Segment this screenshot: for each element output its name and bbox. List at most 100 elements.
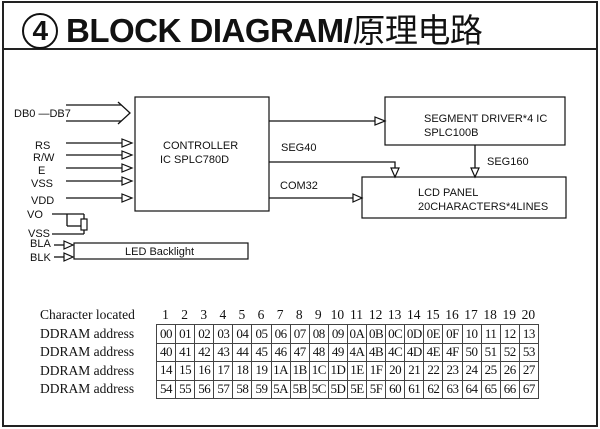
block-diagram: CONTROLLER IC SPLC780D SEGMENT DRIVER*4 … bbox=[14, 96, 567, 264]
e-arrow bbox=[66, 163, 134, 173]
address-cell: 5B bbox=[290, 379, 310, 399]
position-header: 19 bbox=[502, 307, 516, 323]
position-header: 6 bbox=[257, 307, 265, 323]
address-cell: 09 bbox=[328, 323, 348, 344]
address-cell: 08 bbox=[309, 323, 329, 344]
address-cell: 40 bbox=[157, 342, 177, 362]
address-cell: 0D bbox=[405, 323, 425, 344]
controller-label-2: IC SPLC780D bbox=[160, 154, 229, 166]
e-label: E bbox=[38, 165, 45, 177]
address-cell: 02 bbox=[195, 323, 215, 344]
address-cell: 03 bbox=[214, 323, 234, 344]
address-cell: 4F bbox=[443, 342, 463, 362]
title-text-cjk: 原理电路 bbox=[352, 11, 483, 50]
address-cell: 4A bbox=[347, 342, 368, 362]
address-cell: 0B bbox=[367, 323, 387, 344]
seg160-arrow bbox=[470, 145, 480, 179]
address-cell: 25 bbox=[481, 361, 501, 381]
address-cell: 4B bbox=[367, 342, 387, 362]
address-cell: 61 bbox=[405, 379, 425, 399]
row-label: DDRAM address bbox=[40, 344, 135, 360]
address-cell: 1D bbox=[328, 361, 348, 381]
address-cell: 17 bbox=[214, 361, 234, 381]
address-cell: 56 bbox=[195, 379, 215, 399]
address-cell: 41 bbox=[176, 342, 196, 362]
led-backlight-block bbox=[73, 242, 249, 260]
address-cell: 19 bbox=[252, 361, 272, 381]
address-cell: 63 bbox=[443, 379, 463, 399]
position-header: 17 bbox=[464, 307, 478, 323]
vss2-label: VSS bbox=[28, 228, 50, 240]
address-cell: 15 bbox=[176, 361, 196, 381]
vo-label: VO bbox=[27, 209, 43, 221]
address-cell: 45 bbox=[252, 342, 272, 362]
data-bus-arrow bbox=[66, 101, 131, 125]
seg40-arrow bbox=[269, 161, 400, 179]
position-header: 14 bbox=[407, 307, 421, 323]
address-cell: 47 bbox=[290, 342, 310, 362]
address-cell: 26 bbox=[500, 361, 520, 381]
seg160-label: SEG160 bbox=[487, 156, 529, 168]
address-cell: 4C bbox=[386, 342, 406, 362]
address-cell: 22 bbox=[424, 361, 444, 381]
address-cell: 13 bbox=[519, 323, 539, 344]
address-cell: 62 bbox=[424, 379, 444, 399]
segment-driver-label-1: SEGMENT DRIVER*4 IC bbox=[424, 113, 547, 125]
body-frame bbox=[2, 50, 598, 427]
led-backlight-label: LED Backlight bbox=[125, 246, 194, 258]
address-cell: 46 bbox=[271, 342, 291, 362]
position-header: 10 bbox=[330, 307, 345, 323]
address-cell: 4E bbox=[424, 342, 444, 362]
position-header: 2 bbox=[181, 307, 189, 323]
address-cell: 5C bbox=[309, 379, 329, 399]
address-cell: 54 bbox=[157, 379, 177, 399]
address-cell: 21 bbox=[405, 361, 425, 381]
row-label: DDRAM address bbox=[40, 381, 135, 397]
controller-to-driver-arrow bbox=[269, 116, 387, 126]
lcd-panel-label-1: LCD PANEL bbox=[418, 187, 478, 199]
position-header: 4 bbox=[219, 307, 227, 323]
com32-arrow bbox=[269, 193, 364, 203]
address-cell: 05 bbox=[252, 323, 272, 344]
blk-arrow bbox=[54, 252, 75, 262]
row-label: DDRAM address bbox=[40, 362, 135, 378]
address-cell: 51 bbox=[481, 342, 501, 362]
address-cell: 18 bbox=[233, 361, 253, 381]
address-cell: 43 bbox=[214, 342, 234, 362]
address-cell: 65 bbox=[481, 379, 501, 399]
address-cell: 59 bbox=[252, 379, 272, 399]
address-cell: 04 bbox=[233, 323, 253, 344]
address-cell: 42 bbox=[195, 342, 215, 362]
address-cell: 1F bbox=[367, 361, 387, 381]
address-cell: 1B bbox=[290, 361, 310, 381]
header-label: Character located bbox=[40, 307, 135, 323]
address-cell: 0C bbox=[386, 323, 406, 344]
position-header: 15 bbox=[426, 307, 440, 323]
address-cell: 57 bbox=[214, 379, 234, 399]
row-label: DDRAM address bbox=[40, 325, 135, 341]
address-cell: 1A bbox=[271, 361, 291, 381]
title-text: BLOCK DIAGRAM/ bbox=[66, 12, 353, 49]
address-cell: 0F bbox=[443, 323, 463, 344]
position-header: 9 bbox=[314, 307, 322, 323]
bla-arrow bbox=[54, 240, 75, 250]
vss-label: VSS bbox=[31, 178, 53, 190]
address-cell: 11 bbox=[481, 323, 501, 344]
vdd-arrow bbox=[66, 193, 134, 203]
lcd-panel-label-2: 20CHARACTERS*4LINES bbox=[418, 201, 548, 213]
seg40-label: SEG40 bbox=[281, 142, 316, 154]
address-cell: 4D bbox=[405, 342, 425, 362]
address-cell: 48 bbox=[309, 342, 329, 362]
address-cell: 67 bbox=[519, 379, 539, 399]
address-cell: 44 bbox=[233, 342, 253, 362]
position-header: 7 bbox=[276, 307, 284, 323]
